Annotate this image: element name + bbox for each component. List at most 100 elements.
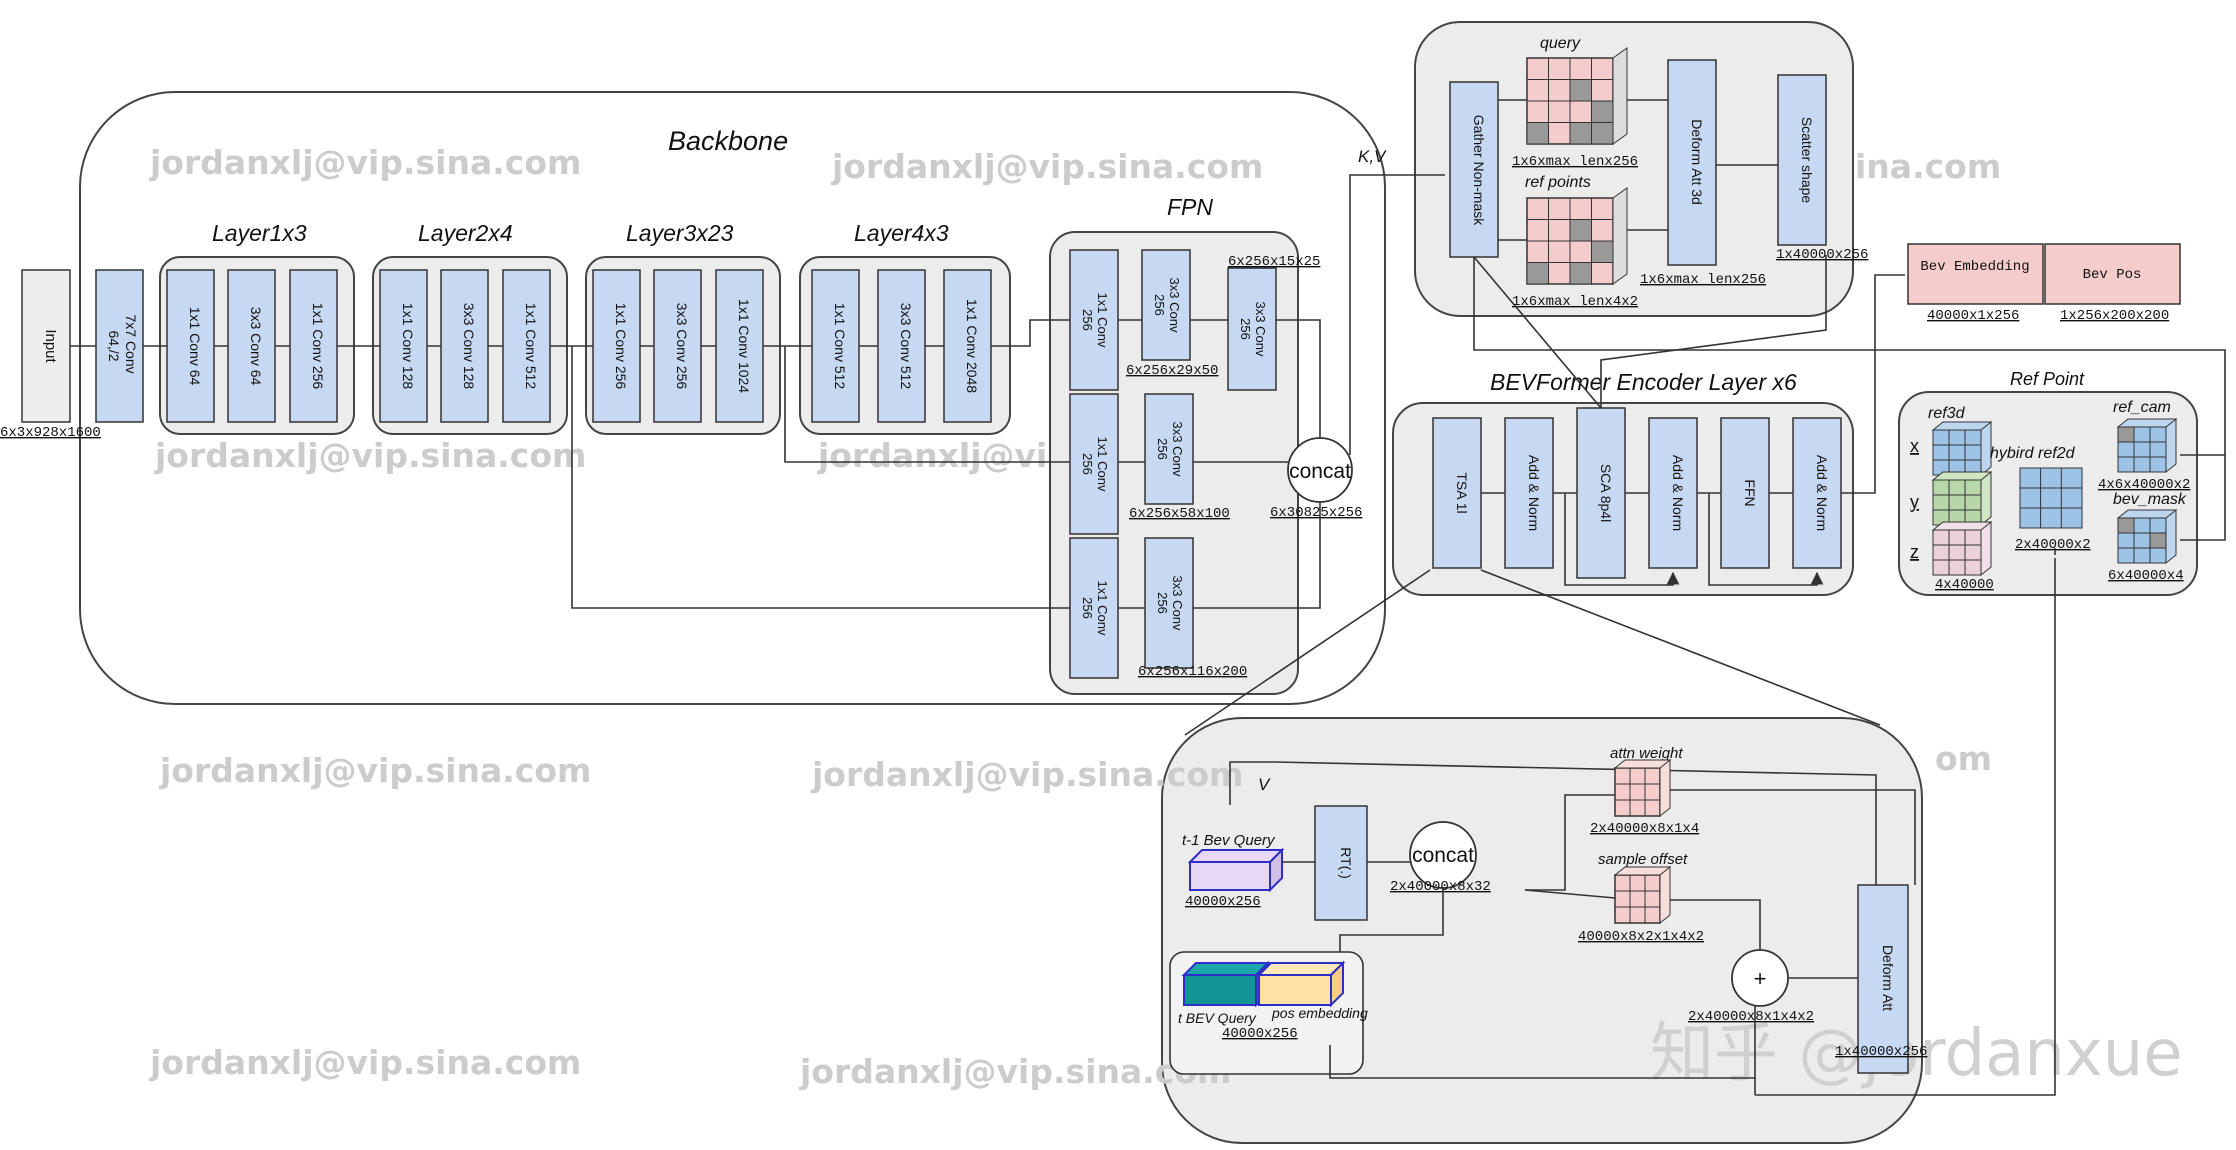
conv-block (227, 269, 276, 423)
plus-shape: 2x40000x8x1x4x2 (1688, 1009, 1814, 1025)
conv-label: 1x1 Conv 512 (523, 303, 539, 390)
watermark-text: jordanxlj@vip.sina.com (798, 1052, 1231, 1091)
bev-mask-shape: 6x40000x4 (2108, 568, 2184, 584)
bev-mask-label: bev_mask (2113, 491, 2187, 508)
fpn-shape: 6x256x29x50 (1126, 363, 1218, 379)
sample-offset-shape: 40000x8x2x1x4x2 (1578, 929, 1704, 945)
scatter-label: Scatter shape (1799, 117, 1815, 204)
scatter-shape: 1x40000x256 (1776, 247, 1868, 263)
conv-block (943, 269, 992, 423)
input-block (21, 269, 71, 423)
cur-query-label: t BEV Query (1178, 1010, 1257, 1026)
edge (1755, 548, 2056, 1096)
backbone-edges (70, 174, 1445, 609)
conv-block (592, 269, 641, 423)
tsa-concat-shape: 2x40000x8x32 (1390, 879, 1491, 895)
layer-title: Layer4x3 (854, 220, 949, 246)
rt-label: RT(.) (1338, 847, 1354, 879)
ref3d-z-cube (1931, 520, 1993, 577)
stem-conv-label: 7x7 Conv 64,/2 (106, 314, 139, 377)
watermark-text: jordanxlj@vip.sina.com (158, 751, 591, 790)
cur-query-shape: 40000x256 (1222, 1026, 1298, 1042)
refpoints-label: ref points (1525, 174, 1591, 191)
stem-conv-block (95, 269, 144, 423)
tsa-block (1432, 417, 1482, 569)
conv-block (811, 269, 860, 423)
conv-label: 1x1 Conv 128 (400, 303, 416, 390)
query-grid (1526, 47, 1628, 145)
conv-block (289, 269, 338, 423)
edge (1670, 899, 1761, 950)
query-label: query (1540, 35, 1581, 52)
watermark-text: jordanxlj@vip.sina.com (810, 755, 1243, 794)
edge (1670, 789, 1916, 885)
bev-inputs-group: Bev Embedding 40000x1x256 Bev Pos 1x256x… (1907, 243, 2181, 324)
tsa-concat-label: concat (1412, 844, 1474, 867)
conv-block (877, 269, 926, 423)
edge (784, 346, 1070, 463)
ref3d-axis-label: y (1910, 492, 1919, 512)
fpn-lateral-label: 1x1 Conv256 (1080, 581, 1110, 636)
encoder-title: BEVFormer Encoder Layer x6 (1490, 369, 1797, 395)
ref3d-label: ref3d (1928, 405, 1966, 422)
query-shape: 1x6xmax_lenx256 (1512, 154, 1638, 170)
pos-embedding-label: pos embedding (1271, 1005, 1368, 1021)
edge (1193, 502, 1321, 609)
layer1-group: Layer1x3 1x1 Conv 64 3x3 Conv 64 1x1 Con… (159, 220, 355, 435)
sca-detail-region (1414, 21, 1854, 317)
deform-att-3d-shape: 1x6xmax_lenx256 (1640, 272, 1766, 288)
sample-offset-label: sample offset (1598, 851, 1688, 868)
gather-label: Gather Non-mask (1471, 115, 1487, 226)
ref-point-group: Ref Point ref3d x y z 4x40000 hybird ref… (1755, 369, 2225, 1096)
bev-pos-shape: 1x256x200x200 (2060, 308, 2169, 324)
layer-title: Layer1x3 (212, 220, 307, 246)
conv-block (715, 269, 764, 423)
fpn-output-label: 3x3 Conv256 (1155, 422, 1185, 477)
conv-block (502, 269, 551, 423)
edge (1564, 493, 1680, 586)
sca-detail-group: Gather Non-mask query 1x6xmax_lenx256 re… (1449, 35, 1868, 310)
watermark-text: jordanxlj@vip.sina.com (148, 1043, 581, 1082)
edge (1184, 569, 1431, 736)
conv-label: 1x1 Conv 1024 (736, 299, 752, 393)
ref3d-axis-label: x (1910, 436, 1919, 456)
edge (1841, 274, 1905, 494)
edge (1339, 888, 1444, 960)
bev-embedding-shape: 40000x1x256 (1927, 308, 2019, 324)
input-label: Input (42, 329, 59, 363)
attn-weight-shape: 2x40000x8x1x4 (1590, 821, 1699, 837)
bev-pos-block (2044, 243, 2181, 305)
ref3d-shape: 4x40000 (1935, 577, 1994, 593)
encoder-block-label: SCA 8p4l (1598, 464, 1614, 522)
edge (1473, 257, 2226, 541)
conv-block (653, 269, 702, 423)
fpn-lateral-label: 1x1 Conv256 (1080, 293, 1110, 348)
bev-pos-label: Bev Pos (2083, 267, 2142, 283)
watermark-text: jordanxlj@vip.sina.com (148, 143, 581, 182)
tsa-deform-label: Deform Att (1880, 945, 1896, 1011)
bev-embedding-block (1907, 243, 2044, 305)
conv-label: 3x3 Conv 256 (674, 303, 690, 390)
fpn-shape: 6x256x15x25 (1228, 254, 1320, 270)
hybird-shape: 2x40000x2 (2015, 537, 2091, 553)
ref-cam-label: ref_cam (2113, 399, 2171, 416)
edge (1276, 319, 1321, 438)
fpn-lateral-conv (1069, 393, 1119, 535)
ref-cam-cube (2116, 417, 2178, 474)
conv-block (440, 269, 489, 423)
edge (571, 346, 1070, 609)
fpn-output-conv (1141, 249, 1191, 361)
conv-label: 1x1 Conv 256 (310, 303, 326, 390)
ref3d-axis-label: z (1910, 542, 1919, 562)
fpn-output-label: 3x3 Conv256 (1238, 302, 1268, 357)
bev-embedding-label: Bev Embedding (1920, 259, 2029, 275)
fpn-output-conv (1227, 267, 1277, 391)
hybird-ref2d-grid (2019, 467, 2083, 529)
conv-label: 1x1 Conv 64 (187, 307, 203, 386)
conv-block (166, 269, 215, 423)
encoder-block-label: Add & Norm (1814, 455, 1830, 531)
tsa-deform-shape: 1x40000x256 (1835, 1044, 1927, 1060)
encoder-block-label: Add & Norm (1526, 455, 1542, 531)
conv-label: 1x1 Conv 256 (613, 303, 629, 390)
